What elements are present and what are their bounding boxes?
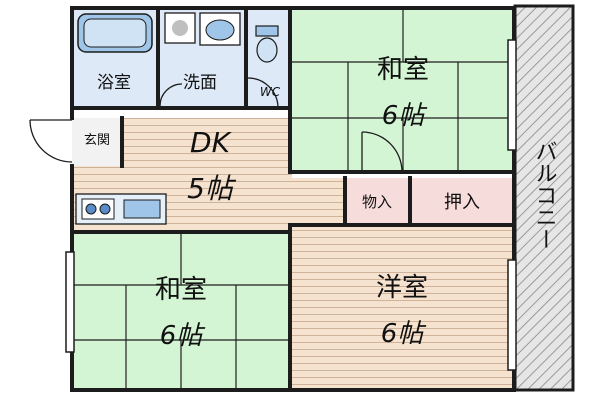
balcony-label: バルコニー bbox=[532, 140, 557, 250]
genkan-label: 玄関 bbox=[84, 133, 110, 148]
tatami-lines-bottom bbox=[72, 232, 290, 390]
tatami-lines-top bbox=[292, 8, 514, 172]
washitsu-top-room bbox=[292, 8, 514, 172]
dk-label-1: DK bbox=[190, 126, 233, 159]
washitsu-bottom-room bbox=[72, 232, 290, 390]
yokushitsu-label: 浴室 bbox=[97, 73, 131, 93]
wash-basin-icon bbox=[199, 12, 241, 46]
washitsu-bottom-label-1: 和室 bbox=[155, 275, 207, 305]
youshitsu-label-2: 6帖 bbox=[381, 319, 428, 349]
washitsu-bottom-label-2: 6帖 bbox=[160, 321, 207, 351]
entrance bbox=[72, 118, 122, 166]
youshitsu-room bbox=[290, 225, 514, 390]
wc-label: WC bbox=[260, 85, 281, 99]
bathtub-icon bbox=[77, 13, 153, 53]
oshiire-closet bbox=[410, 178, 514, 225]
stove-burner-icon bbox=[85, 203, 97, 215]
washitsu-top-label-1: 和室 bbox=[377, 55, 429, 85]
kitchen-sink-icon bbox=[123, 199, 161, 219]
monoire-closet bbox=[345, 178, 410, 225]
door-washroom bbox=[159, 83, 183, 107]
door-toilet bbox=[247, 77, 279, 109]
monoire-label: 物入 bbox=[362, 193, 392, 211]
senmen-label: 洗面 bbox=[183, 73, 217, 93]
youshitsu-label-1: 洋室 bbox=[376, 273, 428, 303]
stove-burner-icon bbox=[99, 203, 111, 215]
toilet-icon bbox=[255, 25, 279, 63]
washing-machine-icon bbox=[164, 12, 196, 44]
washitsu-top-label-2: 6帖 bbox=[382, 101, 429, 131]
walls bbox=[70, 6, 516, 392]
oshiire-label: 押入 bbox=[444, 192, 480, 213]
dk-label-2: 5帖 bbox=[187, 172, 237, 205]
door-washitsu-top bbox=[361, 131, 403, 173]
door-entrance bbox=[29, 119, 73, 163]
windows bbox=[65, 39, 517, 371]
kitchen-counter bbox=[75, 193, 167, 225]
